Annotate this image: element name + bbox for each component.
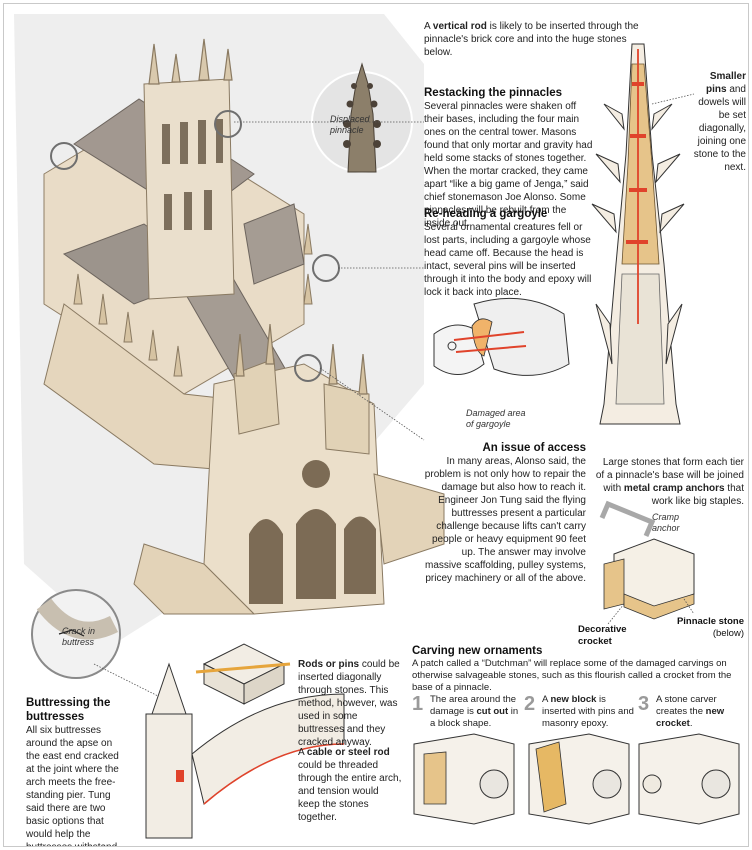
gargoyle-illustration: [433, 297, 570, 376]
south-roof: [243, 203, 305, 285]
step-text: A new block is inserted with pins and ma…: [542, 694, 634, 729]
restacking-section: Restacking the pinnacles Several pinnacl…: [424, 86, 594, 230]
vertical-rod-note: A vertical rod is likely to be inserted …: [424, 21, 639, 58]
flying-buttress-illustration: [145, 662, 345, 839]
reheading-title: Re-heading a gargoyle: [424, 208, 548, 220]
displaced-pinnacle-label: Displaced pinnacle: [330, 114, 370, 135]
carving-title: Carving new ornaments: [412, 645, 543, 657]
crack-inset: [31, 589, 121, 679]
step-number: 1: [412, 693, 424, 715]
step-number: 2: [524, 693, 536, 715]
step-2-illustration: [528, 733, 630, 825]
cathedral-illustration: [43, 38, 445, 615]
cramp-anchor-label: Cramp anchor: [652, 512, 680, 533]
cable-note: A cable or steel rod could be threaded t…: [298, 747, 402, 823]
cramp-anchor-illustration: [599, 500, 695, 625]
damaged-gargoyle-label: Damaged area of gargoyle: [466, 408, 526, 429]
step-text: The area around the damage is cut out in…: [430, 694, 519, 729]
carving-body: A patch called a “Dutchman” will replace…: [412, 658, 732, 693]
access-title: An issue of access: [482, 442, 586, 454]
pins-block-illustration: [195, 643, 291, 705]
restacking-body: Several pinnacles were shaken off their …: [424, 101, 593, 229]
reheading-body: Several ornamental creatures fell or los…: [424, 222, 592, 298]
cable-rod: [203, 743, 345, 805]
crack-in-buttress-label: Crack in buttress: [62, 626, 96, 647]
pinnacle-stone-label: Pinnacle stone (below): [676, 616, 744, 639]
buttressing-section: Buttressing the buttresses All six buttr…: [26, 696, 122, 846]
access-section: An issue of access In many areas, Alonso…: [424, 441, 586, 585]
rods-note: Rods or pins could be inserted diagonall…: [298, 659, 400, 748]
buttressing-title: Buttressing the buttresses: [26, 697, 111, 723]
step-text: A stone carver creates the new crocket.: [656, 694, 725, 729]
step-3-illustration: [638, 733, 740, 825]
carving-section: Carving new ornaments A patch called a “…: [412, 644, 746, 694]
callout-circle: [50, 142, 78, 170]
buttressing-body: All six buttresses around the apse on th…: [26, 725, 119, 846]
callout-circle: [214, 110, 242, 138]
step-number: 3: [638, 693, 650, 715]
access-body: In many areas, Alonso said, the problem …: [424, 456, 586, 584]
reheading-section: Re-heading a gargoyle Several ornamental…: [424, 207, 594, 299]
callout-circle: [294, 354, 322, 382]
pinnacle-cutaway: [591, 43, 695, 425]
large-stones-note: Large stones that form each tier of a pi…: [595, 457, 744, 507]
restacking-title: Restacking the pinnacles: [424, 87, 563, 99]
infographic: A vertical rod is likely to be inserted …: [3, 3, 749, 847]
decorative-crocket-label: Decorative crocket: [578, 624, 627, 647]
smaller-pins-note: Smaller pins and dowels will be set diag…: [693, 71, 746, 173]
central-tower: [143, 78, 235, 300]
illustration-layer: [14, 14, 740, 839]
step-1-illustration: [413, 733, 515, 825]
